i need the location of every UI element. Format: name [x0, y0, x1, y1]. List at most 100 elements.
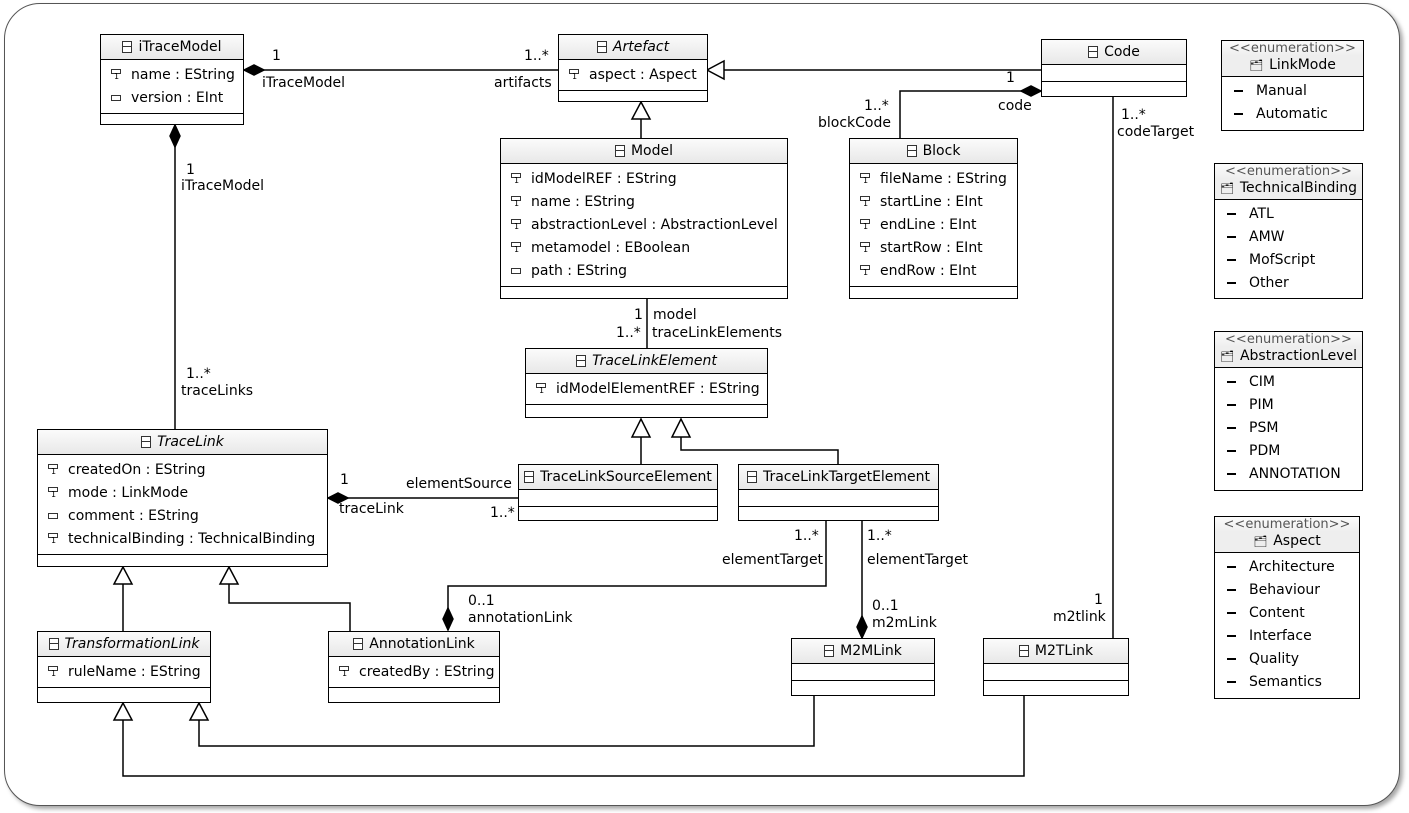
class-icon: [1018, 645, 1029, 657]
enum-aspect[interactable]: <<enumeration>> 🗂Aspect Architecture Beh…: [1214, 516, 1360, 699]
enumeration-icon: 🗂: [1249, 59, 1264, 72]
class-icon: [1088, 46, 1099, 58]
class-icon: [824, 645, 835, 657]
enum-literal: Semantics: [1215, 670, 1359, 693]
attribute: abstractionLevel : AbstractionLevel: [501, 213, 787, 236]
class-tracelink[interactable]: TraceLink createdOn : EString mode : Lin…: [37, 429, 328, 567]
attribute: idModelElementREF : EString: [526, 377, 767, 400]
role-label: traceLinkElements: [652, 325, 783, 341]
composition-diamond-itracemodel-artefact: [242, 64, 266, 76]
attribute-compartment: [519, 490, 717, 507]
class-m2mlink[interactable]: M2MLink: [791, 638, 935, 696]
class-header: TransformationLink: [38, 632, 210, 657]
attribute: createdBy : EString: [329, 660, 499, 683]
attribute: createdOn : EString: [38, 458, 327, 481]
class-itracemodel[interactable]: iTraceModel name : EString version : EIn…: [100, 34, 244, 125]
generalization-arrow-code-artefact: [705, 59, 725, 81]
edge-annotationlink-tracelink: [228, 584, 351, 631]
class-header: M2TLink: [984, 639, 1128, 664]
class-name: AnnotationLink: [369, 636, 475, 652]
literal-dash: [1227, 588, 1236, 591]
enum-literal: Quality: [1215, 647, 1359, 670]
required-attribute-icon: [48, 463, 60, 477]
literal-dash: [1234, 112, 1243, 115]
enum-technicalbinding[interactable]: <<enumeration>> 🗂TechnicalBinding ATL AM…: [1214, 163, 1363, 299]
operation-compartment: [38, 555, 327, 569]
literal-dash: [1227, 634, 1236, 637]
enum-literal: PIM: [1215, 393, 1362, 416]
class-header: Artefact: [559, 35, 707, 60]
class-header: TraceLink: [38, 430, 327, 455]
composition-diamond-m2mlink: [856, 614, 868, 640]
class-tracelinktargetelement[interactable]: TraceLinkTargetElement: [738, 464, 939, 521]
role-label: blockCode: [818, 115, 891, 131]
attribute-compartment: aspect : Aspect: [559, 60, 707, 91]
attribute-compartment: [1042, 65, 1186, 82]
enum-literal: Interface: [1215, 624, 1359, 647]
operation-compartment: [101, 114, 243, 128]
attribute-compartment: [792, 664, 934, 681]
class-name: M2MLink: [840, 643, 902, 659]
attribute: aspect : Aspect: [559, 63, 707, 86]
multiplicity-label: 1: [186, 162, 195, 178]
enum-abstractionlevel[interactable]: <<enumeration>> 🗂AbstractionLevel CIM PI…: [1214, 331, 1363, 491]
required-attribute-icon: [860, 172, 872, 186]
class-icon: [353, 638, 364, 650]
role-label: elementTarget: [722, 552, 824, 568]
multiplicity-label: 1: [272, 48, 281, 64]
literal-dash: [1227, 611, 1236, 614]
class-name: iTraceModel: [138, 39, 222, 55]
class-header: Code: [1042, 40, 1186, 65]
class-annotationlink[interactable]: AnnotationLink createdBy : EString: [328, 631, 500, 703]
enum-stereotype: <<enumeration>>: [1215, 332, 1362, 347]
enumeration-icon: 🗂: [1253, 535, 1268, 548]
attribute: path : EString: [501, 259, 787, 282]
class-tracelinkelement[interactable]: TraceLinkElement idModelElementREF : ESt…: [525, 348, 768, 418]
class-m2tlink[interactable]: M2TLink: [983, 638, 1129, 696]
role-label: annotationLink: [468, 610, 573, 626]
class-tracelinksourceelement[interactable]: TraceLinkSourceElement: [518, 464, 718, 521]
class-icon: [48, 638, 59, 650]
role-label: elementSource: [406, 476, 512, 492]
generalization-arrow-model-artefact: [630, 100, 652, 120]
class-artefact[interactable]: Artefact aspect : Aspect: [558, 34, 708, 102]
class-transformationlink[interactable]: TransformationLink ruleName : EString: [37, 631, 211, 703]
optional-attribute-icon: [48, 509, 60, 523]
class-block[interactable]: Block fileName : EString startLine : EIn…: [849, 138, 1018, 299]
operation-compartment: [739, 507, 938, 521]
role-label: m2tlink: [1053, 609, 1106, 625]
role-label: code: [998, 98, 1032, 114]
operation-compartment: [526, 405, 767, 419]
edge-target-tracelinkelement: [680, 437, 839, 464]
enum-stereotype: <<enumeration>>: [1215, 517, 1359, 532]
class-icon: [614, 145, 625, 157]
role-label: artifacts: [494, 75, 552, 91]
literal-dash: [1227, 258, 1236, 261]
operation-compartment: [984, 681, 1128, 695]
multiplicity-label: 1..*: [864, 98, 889, 114]
multiplicity-label: 1: [1094, 592, 1103, 608]
class-code[interactable]: Code: [1041, 39, 1187, 97]
required-attribute-icon: [569, 68, 581, 82]
generalization-arrow-annotation: [218, 565, 240, 585]
enum-linkmode[interactable]: <<enumeration>> 🗂LinkMode Manual Automat…: [1221, 40, 1364, 131]
enum-name: AbstractionLevel: [1239, 348, 1358, 364]
role-label: m2mLink: [872, 615, 937, 631]
enum-literal: PSM: [1215, 416, 1362, 439]
generalization-arrow-m2t: [112, 701, 134, 721]
attribute-compartment: [984, 664, 1128, 681]
class-icon: [141, 436, 152, 448]
enum-name: Aspect: [1273, 533, 1321, 549]
enum-literal: ANNOTATION: [1215, 462, 1362, 485]
multiplicity-label: 1: [634, 307, 643, 323]
generalization-arrow-target: [670, 417, 692, 438]
attribute: fileName : EString: [850, 167, 1017, 190]
enum-name: LinkMode: [1269, 57, 1336, 73]
operation-compartment: [559, 91, 707, 105]
enum-literals: ATL AMW MofScript Other: [1215, 200, 1362, 298]
class-model[interactable]: Model idModelREF : EString name : EStrin…: [500, 138, 788, 299]
attribute: startRow : EInt: [850, 236, 1017, 259]
class-header: iTraceModel: [101, 35, 243, 60]
literal-dash: [1227, 403, 1236, 406]
literal-dash: [1227, 212, 1236, 215]
